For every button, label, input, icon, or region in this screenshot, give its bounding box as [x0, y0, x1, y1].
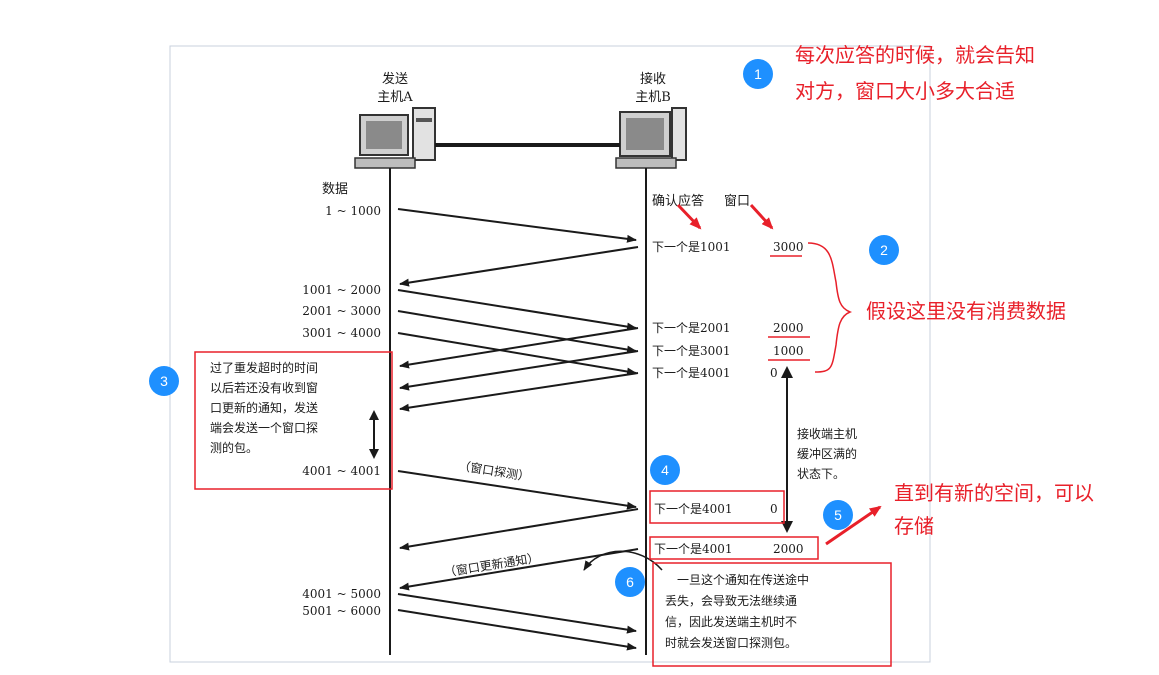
probe-arrow — [397, 470, 637, 510]
window-value: 2000 — [773, 542, 804, 556]
buffer-full-line: 缓冲区满的 — [797, 446, 857, 461]
probe-note-line: 口更新的通知，发送 — [210, 400, 318, 415]
step-badge: 1 — [743, 59, 773, 89]
loss-note-line: 丢失，会导致无法继续通 — [665, 593, 797, 608]
step-badge: 4 — [650, 455, 680, 485]
segment-label: 5001 ~ 6000 — [302, 604, 381, 618]
update-label: （窗口更新通知） — [443, 550, 540, 580]
probe-note-line: 测的包。 — [210, 440, 258, 455]
receiver-computer-icon — [615, 107, 687, 169]
data-arrow — [397, 310, 637, 354]
svg-text:2: 2 — [880, 242, 888, 258]
ack-arrow — [399, 508, 639, 551]
window-value: 2000 — [773, 321, 804, 335]
window-value: 0 — [770, 366, 778, 380]
window-update-arrow — [399, 548, 639, 591]
probe-note-line: 端会发送一个窗口探 — [210, 420, 318, 435]
svg-text:3: 3 — [160, 373, 168, 389]
data-arrow — [397, 332, 637, 376]
receiver-label-line2: 主机B — [635, 90, 671, 105]
sender-label-line1: 发送 — [382, 71, 408, 87]
step-badge: 2 — [869, 235, 899, 265]
receiver-label-line1: 接收 — [640, 71, 666, 87]
svg-text:6: 6 — [626, 574, 634, 590]
segment-label: 1 ~ 1000 — [325, 204, 381, 218]
loss-note-line: 信，因此发送端主机时不 — [665, 614, 797, 629]
arrow-down-icon — [369, 449, 379, 459]
segment-label: 2001 ~ 3000 — [302, 304, 381, 318]
pointer-arrow-icon — [749, 203, 774, 230]
sender-label-line2: 主机A — [377, 90, 413, 105]
brace-icon — [807, 242, 853, 373]
step-badge: 3 — [149, 366, 179, 396]
probe-note-line: 以后若还没有收到窗 — [210, 380, 318, 395]
ack-label: 下一个是2001 — [652, 321, 731, 335]
ack-label: 下一个是1001 — [652, 240, 731, 254]
step-badge: 5 — [823, 500, 853, 530]
data-arrow — [397, 289, 637, 331]
note1-line2: 对方，窗口大小多大合适 — [795, 79, 1015, 103]
data-arrow — [397, 593, 637, 634]
probe-label: （窗口探测） — [457, 459, 530, 484]
window-column-label: 窗口 — [724, 193, 750, 209]
arrow-down-icon — [781, 521, 793, 533]
note1-line1: 每次应答的时候，就会告知 — [795, 43, 1035, 67]
pointer-arrow-icon — [825, 505, 882, 546]
loss-note-box — [652, 562, 892, 667]
ack-arrow — [399, 327, 639, 369]
pointer-arrow-icon — [676, 203, 702, 230]
window-value: 3000 — [773, 240, 804, 254]
arrow-up-icon — [369, 410, 379, 420]
sender-computer-icon — [354, 107, 436, 169]
segment-label: 4001 ~ 5000 — [302, 587, 381, 601]
data-arrow — [397, 609, 637, 651]
ack-column-label: 确认应答 — [652, 193, 704, 209]
loss-note-line: 一旦这个通知在传送途中 — [677, 572, 809, 587]
segment-label: 1001 ~ 2000 — [302, 283, 381, 297]
message-arrows — [397, 208, 639, 651]
segment-label: 3001 ~ 4000 — [302, 326, 381, 340]
ack-arrow — [399, 246, 639, 287]
window-value: 1000 — [773, 344, 804, 358]
figure-frame — [169, 45, 931, 663]
note2: 假设这里没有消费数据 — [866, 299, 1066, 323]
ack-highlight-box — [649, 536, 819, 560]
ack-highlight-box — [649, 490, 785, 524]
ack-arrow — [399, 350, 639, 391]
ack-arrow — [399, 372, 639, 412]
note5-line2: 存储 — [894, 514, 934, 538]
probe-note-line: 过了重发超时的时间 — [210, 360, 318, 375]
svg-text:1: 1 — [754, 66, 762, 82]
note5-line1: 直到有新的空间，可以 — [894, 481, 1094, 505]
probe-note-box — [194, 351, 393, 490]
data-arrow — [397, 208, 637, 243]
ack-label: 下一个是4001 — [654, 502, 733, 516]
ack-label: 下一个是4001 — [654, 542, 733, 556]
ack-label: 下一个是4001 — [652, 366, 731, 380]
buffer-full-line: 状态下。 — [797, 467, 845, 481]
annotation-overlay — [194, 242, 892, 667]
arrow-up-icon — [781, 366, 793, 378]
loss-note-line: 时就会发送窗口探测包。 — [665, 635, 797, 650]
buffer-full-line: 接收端主机 — [797, 426, 857, 441]
segment-label: 4001 ~ 4001 — [302, 464, 381, 478]
step-badge: 6 — [615, 567, 645, 597]
svg-text:5: 5 — [834, 507, 842, 523]
window-value: 0 — [770, 502, 778, 516]
data-column-label: 数据 — [322, 182, 348, 197]
svg-text:4: 4 — [661, 462, 669, 478]
ack-label: 下一个是3001 — [652, 344, 731, 358]
